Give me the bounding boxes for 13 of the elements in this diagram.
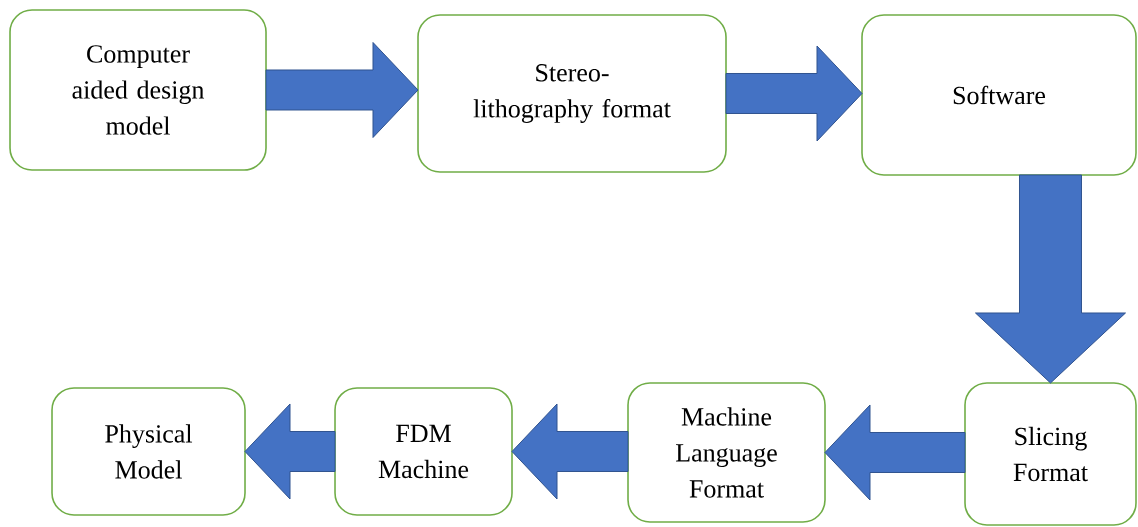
process-box: Computer aided design model [9, 9, 267, 171]
block-arrow [725, 45, 863, 142]
block-arrow [975, 174, 1126, 384]
block-arrow [511, 403, 629, 500]
process-box: Slicing Format [964, 382, 1137, 526]
block-arrow [265, 42, 419, 138]
block-arrow [824, 404, 966, 501]
process-box: Stereo-lithography format [417, 14, 727, 173]
process-box: Software [861, 14, 1137, 176]
process-box: Physical Model [51, 387, 246, 516]
process-box: FDM Machine [334, 387, 513, 516]
process-box: Machine Language Format [627, 382, 826, 523]
block-arrow [244, 403, 336, 500]
